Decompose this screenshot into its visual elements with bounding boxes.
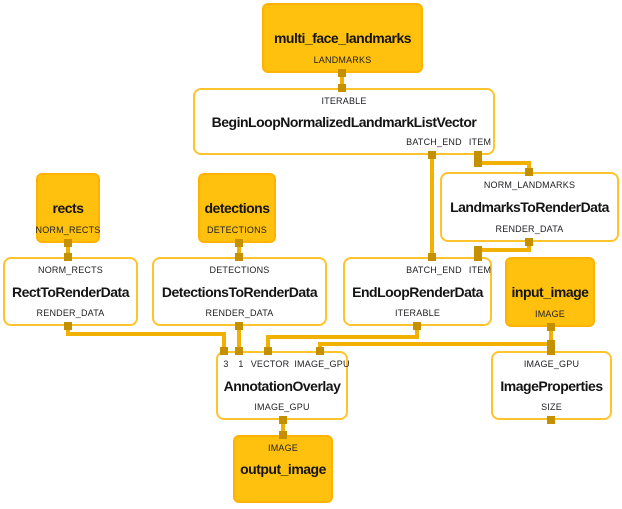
node-title: detections: [204, 200, 270, 216]
node-input-image[interactable]: input_image IMAGE: [505, 257, 595, 327]
node-title: AnnotationOverlay: [223, 377, 341, 394]
port-out-image: IMAGE: [534, 309, 566, 319]
node-rects[interactable]: rects NORM_RECTS: [35, 173, 101, 243]
port-out-render-data: RENDER_DATA: [36, 308, 105, 318]
port-in-item: ITEM: [468, 265, 492, 275]
node-title: RectToRenderData: [12, 283, 130, 300]
node-annotation-overlay[interactable]: 3 1 VECTOR IMAGE_GPU AnnotationOverlay I…: [216, 351, 350, 420]
port-in-batch-end: BATCH_END: [406, 265, 462, 275]
port-out-item: ITEM: [468, 137, 492, 147]
wire-render-data-to-item: [476, 242, 531, 257]
port-in-3: 3: [223, 359, 229, 369]
port-out-render-data: RENDER_DATA: [205, 308, 274, 318]
wire-render-data-to-3: [66, 326, 226, 351]
node-title: ImageProperties: [500, 377, 603, 394]
node-begin-loop-normalized-landmark-list-vector[interactable]: ITERABLE BeginLoopNormalizedLandmarkList…: [193, 88, 495, 155]
node-title: input_image: [511, 284, 589, 300]
node-image-properties[interactable]: IMAGE_GPU ImageProperties SIZE: [491, 351, 612, 420]
port-out-iterable: ITERABLE: [394, 308, 441, 318]
port-out-size: SIZE: [541, 402, 562, 412]
port-in-norm-rects: NORM_RECTS: [37, 265, 104, 275]
port-out-detections: DETECTIONS: [206, 225, 268, 235]
node-landmarks-to-render-data[interactable]: NORM_LANDMARKS LandmarksToRenderData REN…: [440, 172, 619, 242]
port-out-norm-rects: NORM_RECTS: [35, 225, 101, 235]
node-title: multi_face_landmarks: [273, 30, 412, 46]
port-in-iterable: ITERABLE: [321, 96, 367, 106]
port-in-detections: DETECTIONS: [209, 265, 270, 275]
port-out-batch-end: BATCH_END: [406, 137, 462, 147]
node-title: DetectionsToRenderData: [161, 283, 318, 300]
port-out-image-gpu: IMAGE_GPU: [254, 402, 310, 412]
node-output-image[interactable]: IMAGE output_image: [233, 435, 333, 503]
port-in-vector: VECTOR: [250, 359, 290, 369]
port-in-1: 1: [238, 359, 244, 369]
port-in-image-gpu: IMAGE_GPU: [294, 359, 350, 369]
port-in-image-gpu: IMAGE_GPU: [523, 359, 580, 369]
wire-iterable-to-vector: [266, 326, 419, 351]
wire-item-to-norm-landmarks: [476, 155, 531, 172]
node-title: rects: [52, 200, 84, 216]
port-out-landmarks: LANDMARKS: [313, 55, 372, 65]
port-in-norm-landmarks: NORM_LANDMARKS: [483, 180, 576, 190]
node-title: LandmarksToRenderData: [450, 199, 609, 215]
node-detections[interactable]: detections DETECTIONS: [198, 173, 276, 243]
wire-image-to-image-gpu: [318, 342, 551, 351]
node-title: output_image: [240, 461, 326, 477]
port-in-image: IMAGE: [267, 443, 299, 453]
node-rect-to-render-data[interactable]: NORM_RECTS RectToRenderData RENDER_DATA: [3, 257, 138, 326]
port-out-render-data: RENDER_DATA: [495, 224, 564, 234]
node-title: EndLoopRenderData: [352, 283, 483, 300]
node-title: BeginLoopNormalizedLandmarkListVector: [211, 113, 477, 130]
node-multi-face-landmarks[interactable]: multi_face_landmarks LANDMARKS: [262, 3, 423, 73]
node-detections-to-render-data[interactable]: DETECTIONS DetectionsToRenderData RENDER…: [152, 257, 327, 326]
node-end-loop-render-data[interactable]: BATCH_END ITEM EndLoopRenderData ITERABL…: [343, 257, 492, 326]
